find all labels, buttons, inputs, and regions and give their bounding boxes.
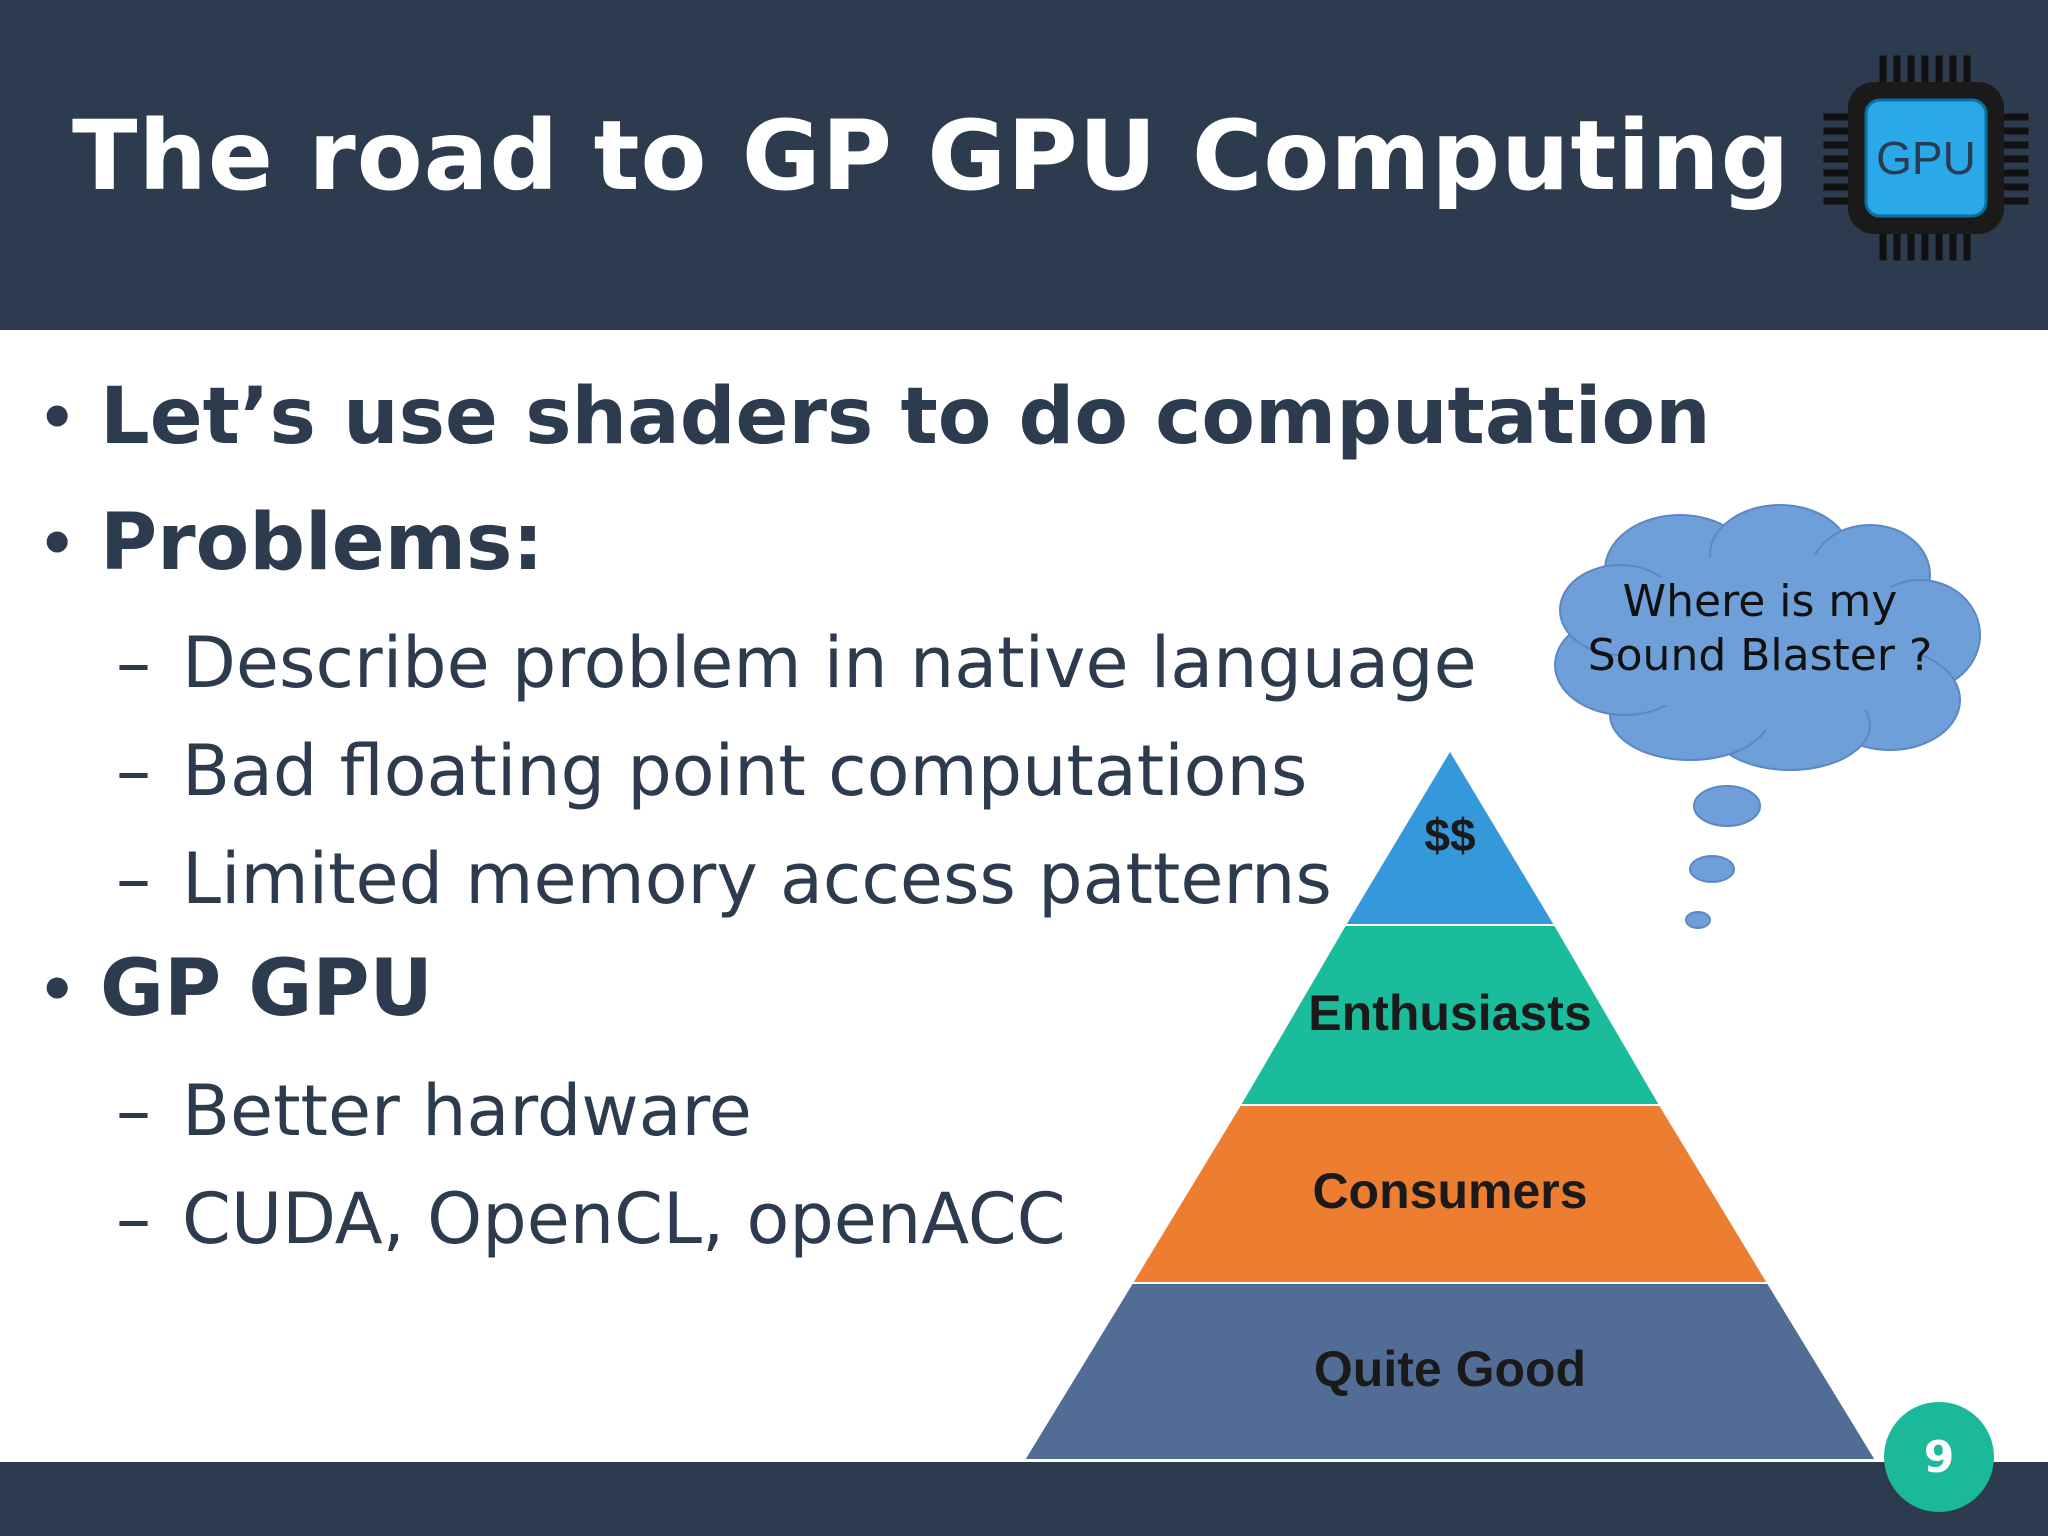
bullet-text: Problems: <box>100 498 544 588</box>
bullet-glyph: • <box>38 509 77 579</box>
slide-footer <box>0 1462 2048 1536</box>
thought-bubble-text: Where is my Sound Blaster ? <box>1570 575 1950 683</box>
sub-bullet-text: Bad floating point computations <box>182 730 1308 812</box>
sub-bullet-text: Limited memory access patterns <box>182 838 1332 920</box>
thought-line-1: Where is my <box>1622 576 1898 627</box>
gpu-chip-icon: GPU <box>1823 55 2029 261</box>
sub-glyph: – <box>116 730 151 812</box>
cloud-shape <box>1554 504 1981 771</box>
bullet-text: Let’s use shaders to do computation <box>100 372 1711 462</box>
sub-bullet: – Limited memory access patterns <box>116 838 1332 920</box>
slide-header <box>0 0 2048 330</box>
pyramid-label: Enthusiasts <box>1308 985 1591 1041</box>
bullet-2: • Problems: <box>38 498 544 588</box>
thought-dot <box>1693 785 1761 827</box>
sub-bullet: – CUDA, OpenCL, openACC <box>116 1178 1066 1260</box>
thought-dot <box>1689 855 1735 883</box>
thought-line-2: Sound Blaster ? <box>1587 630 1933 681</box>
pyramid-label: Quite Good <box>1314 1341 1586 1397</box>
bullet-glyph: • <box>38 955 77 1025</box>
sub-bullet: – Bad floating point computations <box>116 730 1308 812</box>
sub-bullet: – Describe problem in native language <box>116 622 1477 704</box>
sub-bullet: – Better hardware <box>116 1070 752 1152</box>
bullet-1: • Let’s use shaders to do computation <box>38 372 1711 462</box>
pyramid-level-quite-good <box>1022 1282 1878 1461</box>
sub-bullet-text: Better hardware <box>182 1070 752 1152</box>
sub-glyph: – <box>116 622 151 704</box>
bullet-text: GP GPU <box>100 944 433 1034</box>
sub-glyph: – <box>116 1070 151 1152</box>
pyramid-label: Consumers <box>1312 1163 1587 1219</box>
sub-glyph: – <box>116 1178 151 1260</box>
slide-title: The road to GP GPU Computing <box>72 100 1791 212</box>
page-number-badge: 9 <box>1884 1402 1994 1512</box>
thought-dot <box>1685 911 1711 929</box>
logo-text: GPU <box>1876 132 1976 184</box>
sub-bullet-text: CUDA, OpenCL, openACC <box>182 1178 1066 1260</box>
thought-bubble <box>1554 504 1981 929</box>
sub-glyph: – <box>116 838 151 920</box>
market-pyramid: $$ Enthusiasts Consumers Quite Good <box>1022 748 1878 1461</box>
pyramid-label: $$ <box>1424 809 1475 861</box>
bullet-3: • GP GPU <box>38 944 433 1034</box>
sub-bullet-text: Describe problem in native language <box>182 622 1477 704</box>
bullet-glyph: • <box>38 383 77 453</box>
